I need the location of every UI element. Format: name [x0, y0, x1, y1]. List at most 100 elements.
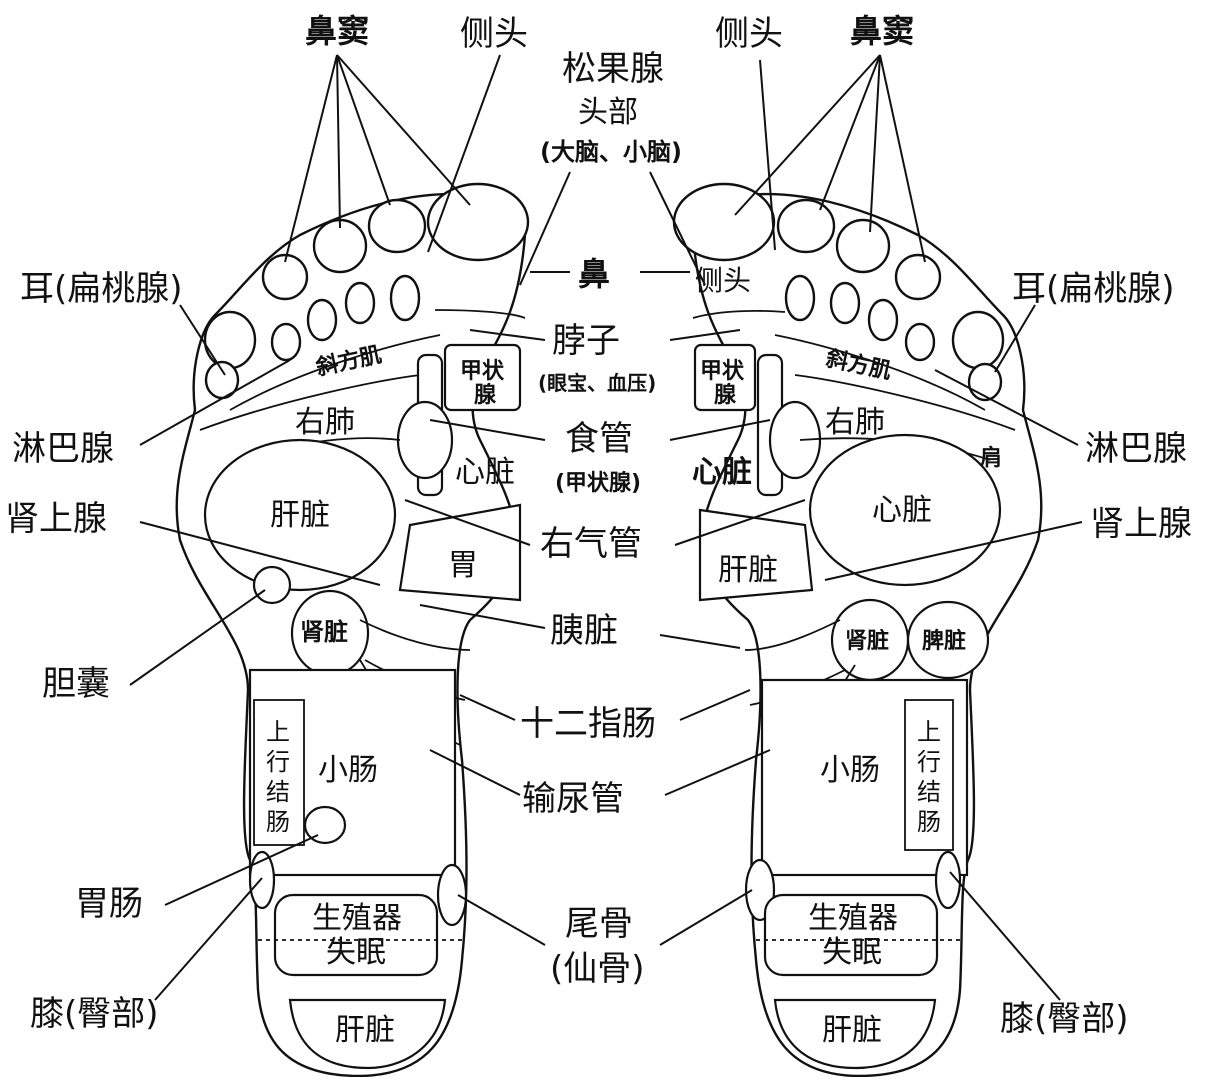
right-colon-strip — [904, 699, 954, 851]
region-right-spleen: 脾脏 — [922, 628, 966, 654]
region-right-small-intestine: 小肠 — [820, 753, 880, 788]
label-trachea: 右气管 — [540, 524, 642, 564]
label-brain: (大脑、小脑) — [540, 138, 682, 166]
right-thyroid-region — [693, 343, 757, 412]
label-nose-sinus-right: 鼻窦 — [850, 12, 914, 50]
right-intestine-line-1 — [744, 619, 841, 651]
left-heart-region — [396, 400, 454, 480]
left-gallbladder-region — [252, 565, 292, 605]
label-stomach-intestine: 胃肠 — [75, 884, 143, 924]
leader-trachea-right — [674, 499, 806, 546]
right-foot — [672, 182, 1043, 1077]
left-pad-4 — [270, 322, 302, 362]
leader-duodenum-left — [459, 694, 516, 721]
left-neck-band — [434, 309, 526, 319]
label-ear-left: 耳(扁桃腺) — [20, 269, 183, 309]
left-coccyx-oval — [436, 863, 468, 927]
left-heel-region — [288, 998, 447, 1070]
leader-left-sidehead — [427, 54, 501, 253]
right-lung-oval — [768, 400, 822, 480]
left-stomach-region — [398, 503, 522, 602]
label-lymph-right: 淋巴腺 — [1085, 429, 1187, 469]
right-pad-1 — [784, 274, 816, 322]
right-liver-region — [698, 508, 814, 602]
leader-right-sidehead — [759, 59, 776, 251]
label-side-head-right: 侧头 — [715, 14, 783, 54]
left-pad-3 — [306, 298, 338, 342]
right-small-intestine-region — [760, 678, 969, 877]
region-right-thyroid-1: 甲状 — [700, 359, 745, 384]
leader-right-sinus-4 — [879, 54, 926, 263]
region-right-shoulder: 肩 — [980, 445, 1002, 471]
label-coccyx: 尾骨 — [565, 904, 633, 944]
left-foot — [175, 182, 530, 1077]
region-left-thyroid-1: 甲状 — [460, 359, 505, 384]
region-right-colon-3: 结 — [917, 778, 941, 806]
leader-ear-left — [179, 304, 226, 376]
leader-gallbladder — [129, 589, 266, 686]
left-toe-5 — [203, 310, 257, 370]
right-pad-4 — [904, 322, 936, 362]
right-heart-region — [808, 433, 1002, 587]
leader-duodenum-right — [679, 689, 751, 721]
leader-ureter-right — [664, 749, 771, 796]
leader-lymph-left — [139, 359, 291, 446]
region-right-right-lung: 右肺 — [825, 405, 885, 440]
label-neck: 脖子 — [552, 321, 620, 361]
leader-brain-left — [519, 171, 571, 286]
label-ureter: 输尿管 — [522, 779, 624, 819]
region-right-trapezius: 斜方肌 — [823, 345, 894, 384]
leader-coccyx-left — [457, 894, 546, 946]
region-right-colon-4: 肠 — [917, 808, 941, 836]
region-left-right-lung: 右肺 — [295, 405, 355, 440]
right-toe-4 — [894, 253, 942, 301]
right-pad-2 — [829, 281, 861, 325]
region-right-kidney: 肾脏 — [845, 628, 889, 654]
leader-left-sinus-3 — [336, 54, 391, 206]
left-trapezius-band — [229, 334, 441, 411]
left-trapezius-band-2 — [199, 374, 421, 431]
right-heel-region — [773, 998, 937, 1070]
label-side-head-left: 侧头 — [460, 14, 528, 54]
left-pad-2 — [344, 281, 376, 325]
label-head: 头部 — [578, 95, 638, 130]
label-esophagus-sub: (甲状腺) — [555, 471, 641, 496]
label-nose-sinus-left: 鼻窦 — [305, 12, 369, 50]
leader-right-sinus-1 — [734, 54, 881, 216]
left-small-oval — [303, 805, 347, 845]
leader-coccyx-right — [659, 889, 753, 946]
label-knee-right: 膝(臀部) — [1000, 999, 1129, 1039]
left-reproductive-region — [273, 893, 439, 977]
region-right-heel-liver: 肝脏 — [822, 1013, 882, 1048]
label-pineal: 松果腺 — [562, 49, 664, 89]
leader-brain-right — [649, 171, 706, 286]
region-right-colon-1: 上 — [917, 718, 941, 746]
region-left-colon-4: 肠 — [266, 808, 290, 836]
region-right-side-head: 侧头 — [695, 264, 751, 297]
leader-knee-right — [949, 871, 1061, 1001]
leader-adrenal-left — [139, 521, 381, 586]
leader-neck-right — [669, 329, 741, 341]
left-colon-strip — [253, 699, 305, 846]
region-left-colon-3: 结 — [266, 778, 290, 806]
right-toe-2 — [776, 198, 836, 254]
label-esophagus: 食管 — [565, 419, 633, 459]
left-pad-1 — [389, 274, 421, 322]
external-labels: 鼻窦 侧头 侧头 鼻窦 松果腺 头部 (大脑、小脑) 鼻 脖子 (眼宝、血压) … — [5, 12, 1192, 1039]
region-right-reproductive: 生殖器 — [808, 901, 898, 936]
left-small-intestine-region — [248, 668, 457, 877]
region-left-colon-1: 上 — [266, 718, 290, 746]
region-left-colon-2: 行 — [266, 748, 290, 776]
leader-adrenal-right — [824, 521, 1083, 581]
region-right-colon-2: 行 — [917, 748, 941, 776]
label-coccyx-sub: (仙骨) — [550, 949, 645, 989]
region-left-heel-liver: 肝脏 — [335, 1013, 395, 1048]
right-neck-band — [692, 310, 786, 319]
region-left-reproductive: 生殖器 — [312, 901, 402, 936]
right-big-toe — [672, 182, 776, 262]
region-right-liver: 肝脏 — [718, 553, 778, 588]
label-duodenum: 十二指肠 — [520, 704, 656, 744]
label-adrenal-right: 肾上腺 — [1090, 504, 1192, 544]
leader-stomach-intestine — [164, 834, 319, 906]
label-nose: 鼻 — [578, 255, 610, 293]
